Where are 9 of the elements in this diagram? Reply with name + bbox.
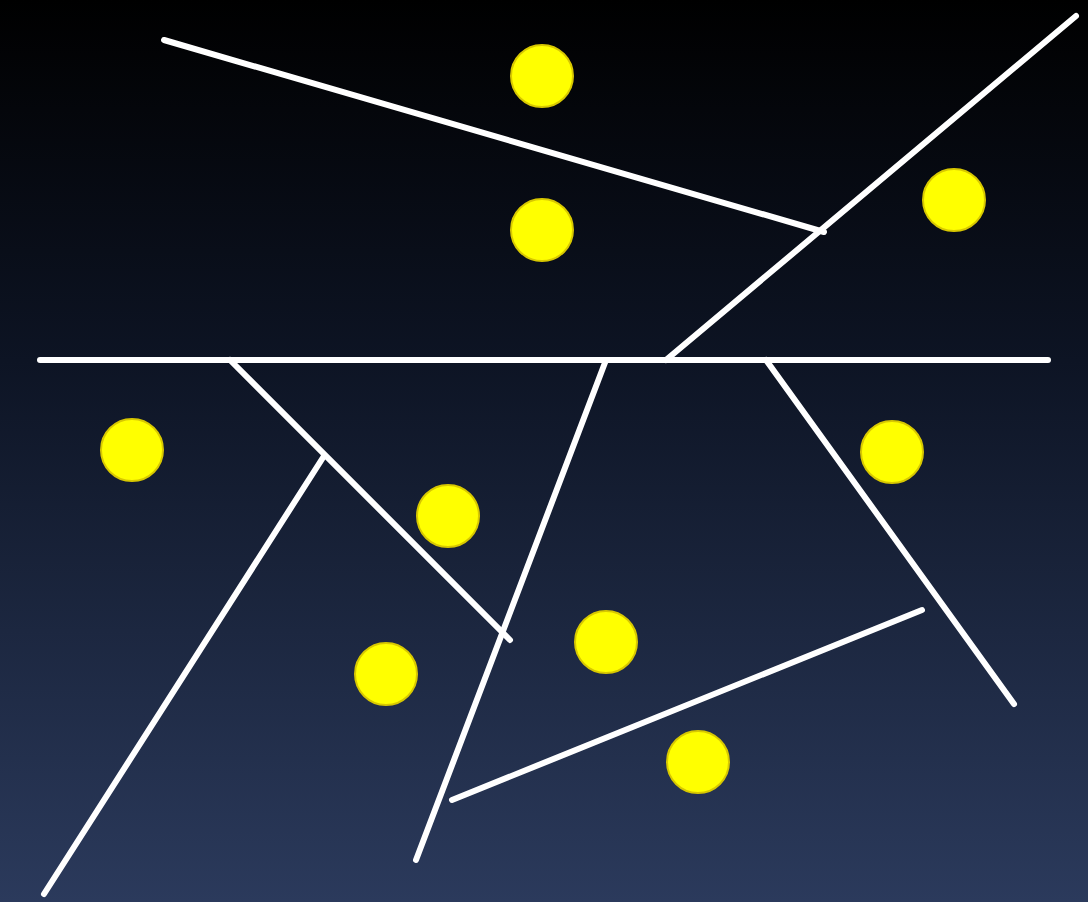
dot — [574, 610, 638, 674]
dot — [860, 420, 924, 484]
dot — [922, 168, 986, 232]
dot — [666, 730, 730, 794]
dot — [510, 198, 574, 262]
dot — [510, 44, 574, 108]
dot — [100, 418, 164, 482]
dot — [354, 642, 418, 706]
dot — [416, 484, 480, 548]
